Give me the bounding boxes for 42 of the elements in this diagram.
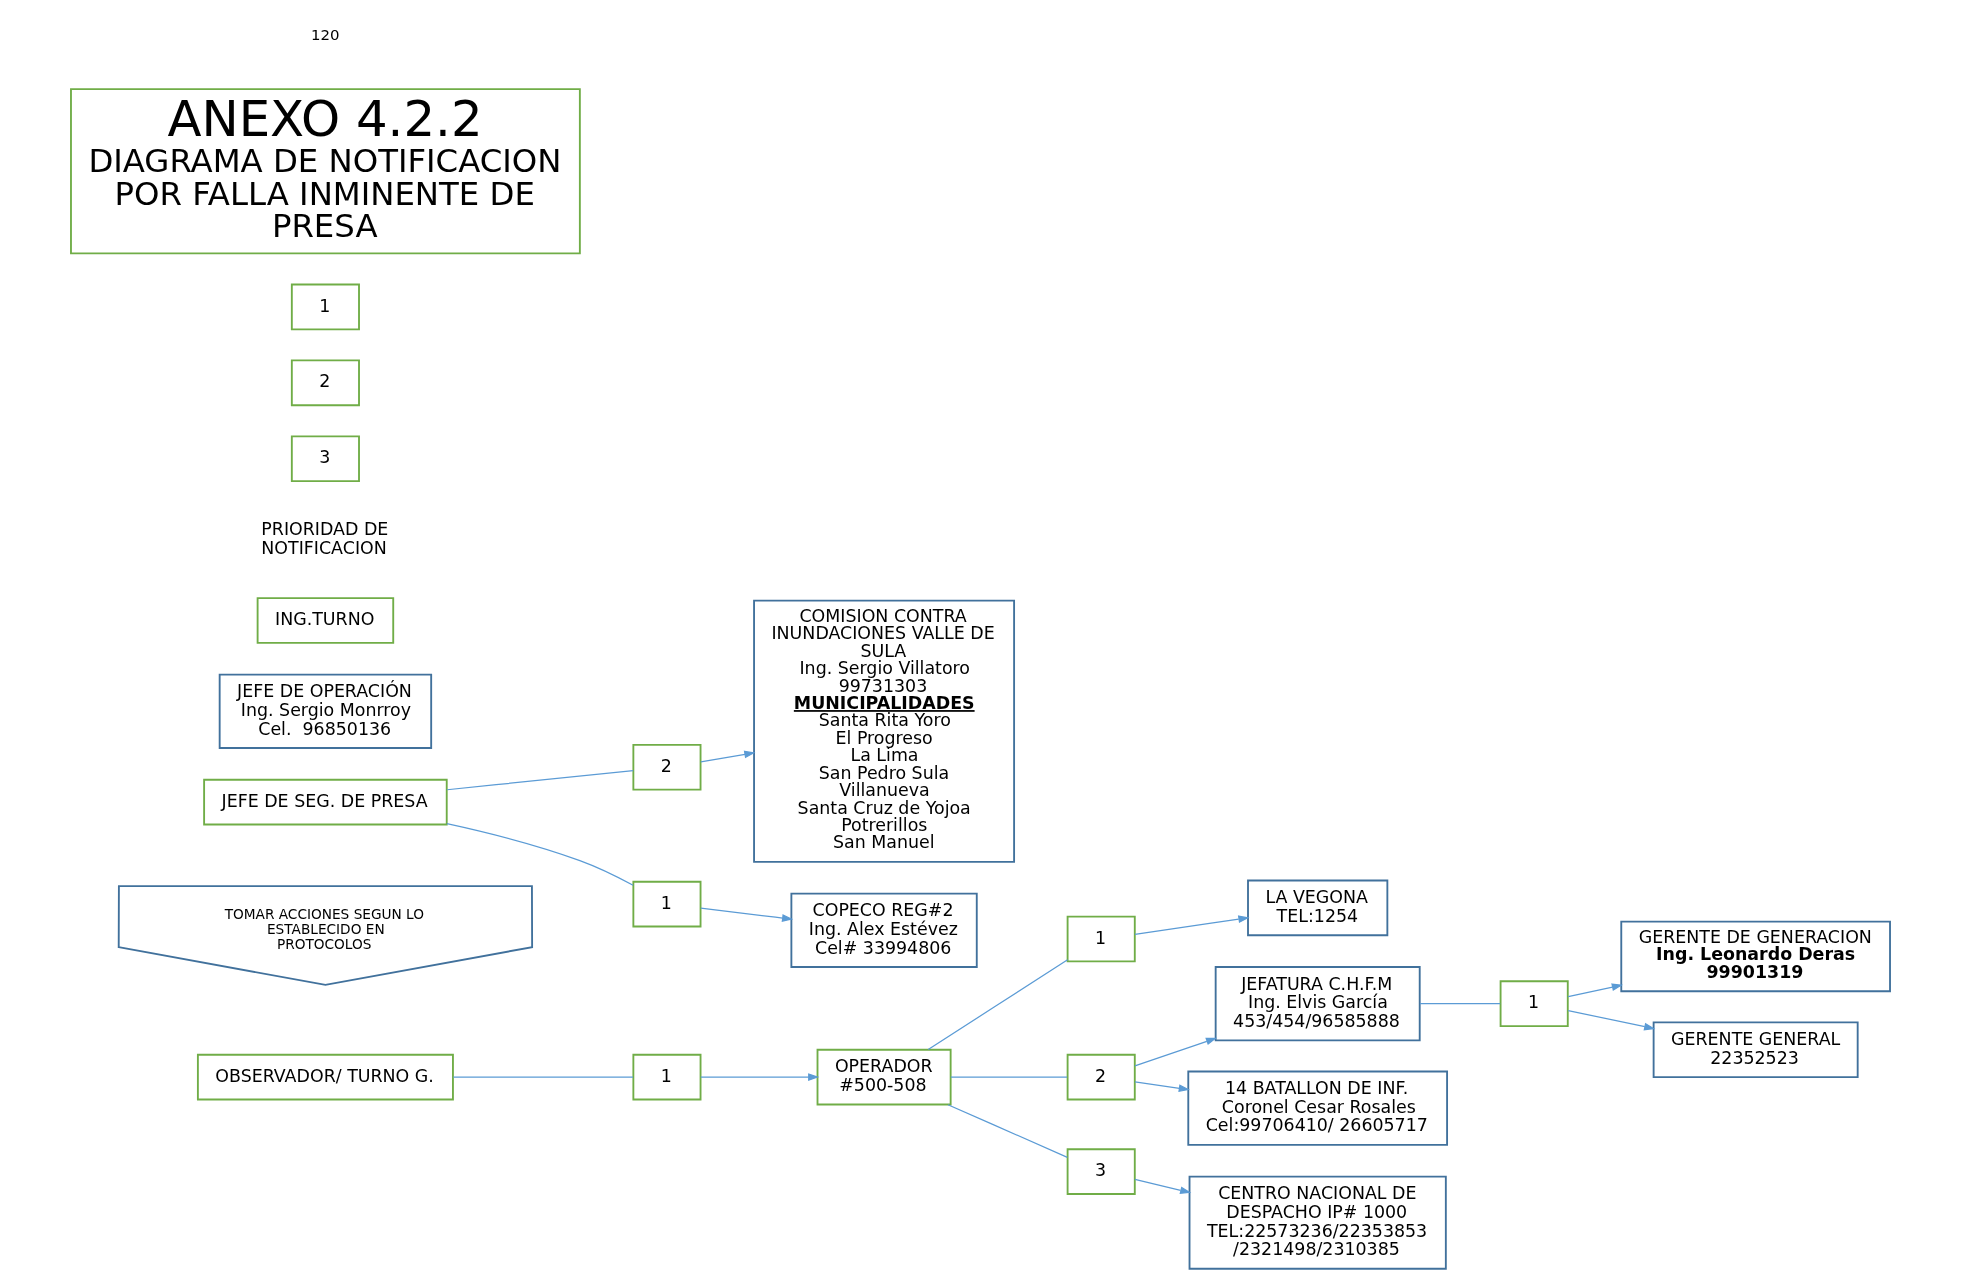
arrow xyxy=(1134,915,1250,935)
connector xyxy=(446,770,634,791)
node-box: 2 xyxy=(1066,1053,1136,1101)
arrow xyxy=(700,907,794,922)
node-box: LA VEGONA TEL:1254 xyxy=(1247,879,1389,937)
node-box: GERENTE GENERAL 22352523 xyxy=(1652,1021,1859,1079)
node-box: JEFE DE OPERACIÓN Ing. Sergio Monrroy Cel. 96850136 xyxy=(218,673,433,749)
node-box: 1 xyxy=(632,880,702,928)
node-box: 1 xyxy=(632,1053,702,1101)
node-box: 1 xyxy=(1066,915,1136,963)
connector xyxy=(927,959,1069,1051)
node-box: COMISION CONTRA INUNDACIONES VALLE DE SULA Ing. Sergio Villatoro 99731303 MUNICIPALIDADES Santa Rita Yoro El Progreso La Lima San Pedro Sula Villanueva Santa Cruz de Yojoa Potrerillos San Manuel xyxy=(753,599,1016,863)
node-box: ING.TURNO xyxy=(256,597,395,644)
arrow xyxy=(700,750,756,763)
node-box: 3 xyxy=(1066,1148,1136,1195)
node-box: OPERADOR #500-508 xyxy=(816,1048,952,1106)
node-box: GERENTE DE GENERACION Ing. Leonardo Deras 99901319 xyxy=(1620,920,1891,993)
arrow xyxy=(1134,1081,1190,1093)
node-box: 3 xyxy=(290,435,360,483)
label: 120 xyxy=(311,25,340,44)
node-box: CENTRO NACIONAL DE DESPACHO IP# 1000 TEL:22573236/22353853 /2321498/2310385 xyxy=(1188,1175,1447,1270)
node-box: 1 xyxy=(1499,980,1569,1028)
connector xyxy=(452,1076,634,1078)
connector xyxy=(1419,1003,1501,1005)
label: PRIORIDAD DE NOTIFICACION xyxy=(261,518,389,558)
node-box: 1 xyxy=(290,283,360,331)
node-box: 2 xyxy=(632,743,702,791)
connector xyxy=(950,1076,1068,1078)
arrow xyxy=(1567,983,1623,998)
node-box: 2 xyxy=(290,359,360,407)
arrow xyxy=(700,1073,820,1082)
arrow xyxy=(1134,1178,1192,1195)
node-box: COPECO REG#2 Ing. Alex Estévez Cel# 33994806 xyxy=(790,892,978,968)
node-box: OBSERVADOR/ TURNO G. xyxy=(196,1053,454,1101)
connector xyxy=(446,823,634,886)
arrow xyxy=(1567,1009,1656,1031)
arrow xyxy=(1134,1037,1218,1067)
node-box: 14 BATALLON DE INF. Coronel Cesar Rosales Cel:99706410/ 26605717 xyxy=(1187,1070,1448,1146)
node-box: JEFATURA C.H.F.M Ing. Elvis García 453/454/96585888 xyxy=(1214,966,1421,1042)
node-box: ANEXO 4.2.2 DIAGRAMA DE NOTIFICACION POR FALLA INMINENTE DE PRESA xyxy=(70,88,581,255)
connector xyxy=(947,1104,1068,1158)
node-box: JEFE DE SEG. DE PRESA xyxy=(203,778,448,826)
